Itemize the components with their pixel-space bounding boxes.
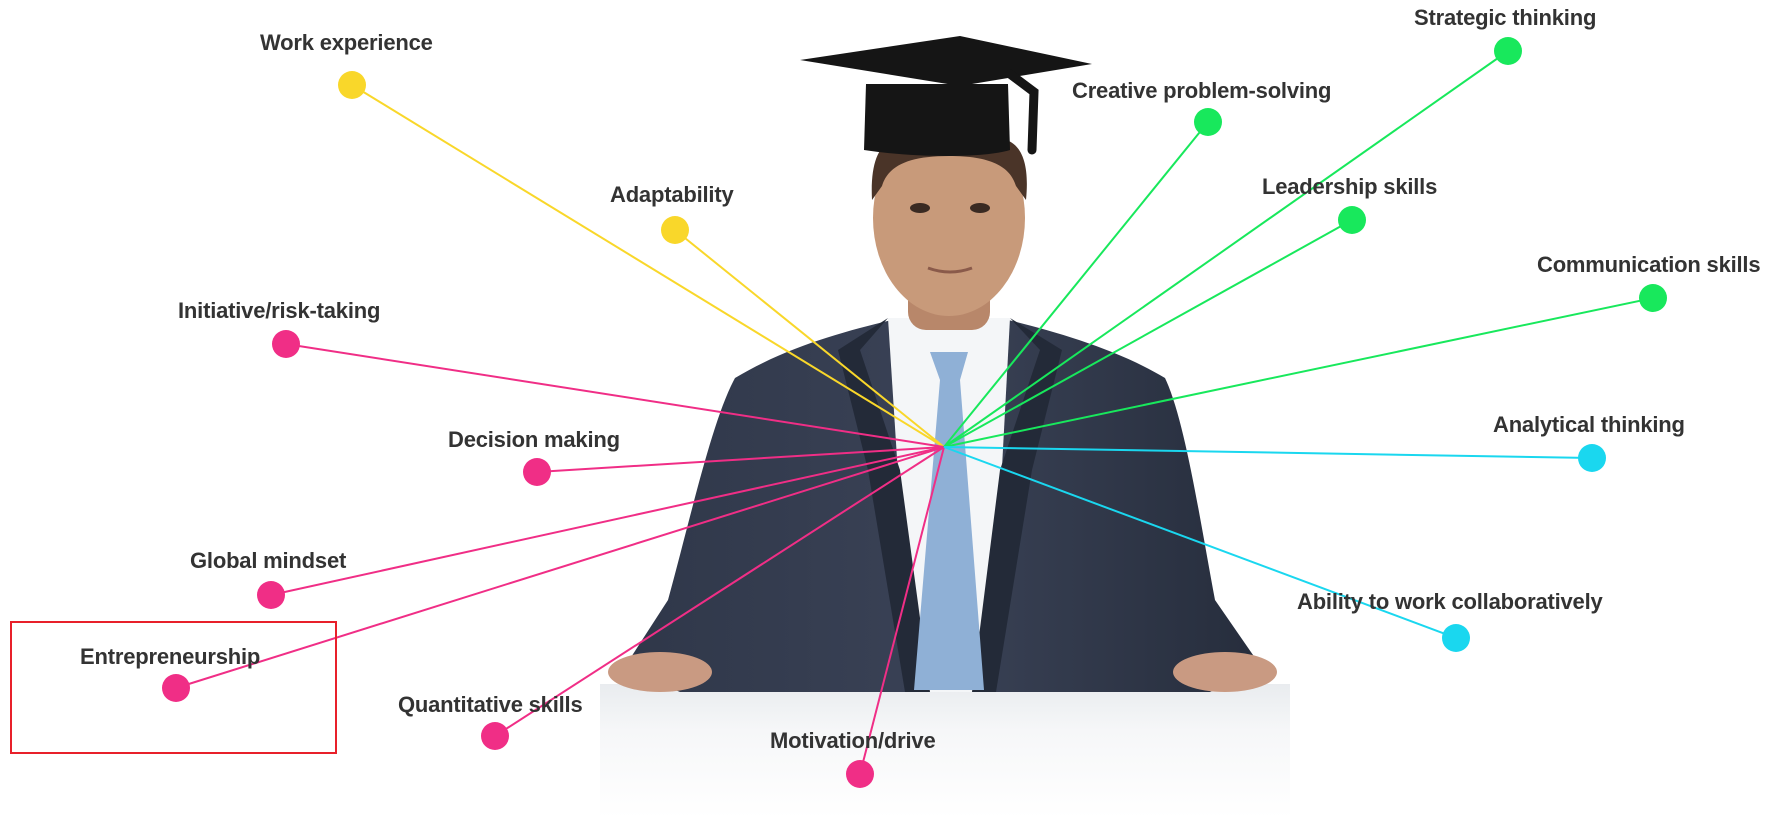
quantitative-skills-node xyxy=(481,722,509,750)
adaptability-node xyxy=(661,216,689,244)
initiative-risk-taking-label: Initiative/risk-taking xyxy=(178,298,381,323)
global-mindset-node xyxy=(257,581,285,609)
global-mindset-label: Global mindset xyxy=(190,548,347,573)
graduation-cap-band xyxy=(864,84,1010,156)
entrepreneurship-label: Entrepreneurship xyxy=(80,644,261,669)
ability-to-work-collaboratively-node xyxy=(1442,624,1470,652)
global-mindset-connector xyxy=(270,446,945,596)
leadership-skills-connector xyxy=(943,219,1353,448)
right-eye xyxy=(970,203,990,213)
work-experience-label: Work experience xyxy=(260,30,433,55)
decision-making-node xyxy=(523,458,551,486)
adaptability-connector xyxy=(674,229,945,448)
strategic-thinking-label: Strategic thinking xyxy=(1414,5,1597,30)
left-lapel xyxy=(838,318,930,692)
creative-problem-solving-label: Creative problem-solving xyxy=(1072,78,1332,103)
motivation-drive-node xyxy=(846,760,874,788)
communication-skills-node xyxy=(1639,284,1667,312)
quantitative-skills-connector xyxy=(494,446,945,737)
ability-to-work-collaboratively-connector xyxy=(943,446,1457,639)
left-eye xyxy=(910,203,930,213)
connector-lines xyxy=(175,50,1654,775)
entrepreneurship-connector xyxy=(175,446,945,689)
graduation-cap-icon xyxy=(800,36,1092,86)
entrepreneurship-highlight-box xyxy=(10,621,337,754)
strategic-thinking-connector xyxy=(943,50,1509,448)
leadership-skills-label: Leadership skills xyxy=(1262,174,1438,199)
initiative-risk-taking-node xyxy=(272,330,300,358)
communication-skills-connector xyxy=(943,297,1654,448)
mouth xyxy=(927,266,973,274)
analytical-thinking-connector xyxy=(943,446,1593,459)
communication-skills-label: Communication skills xyxy=(1537,252,1761,277)
work-experience-node xyxy=(338,71,366,99)
motivation-drive-label: Motivation/drive xyxy=(770,728,936,753)
strategic-thinking-node xyxy=(1494,37,1522,65)
right-lapel xyxy=(972,318,1062,692)
work-experience-connector xyxy=(351,84,945,448)
creative-problem-solving-connector xyxy=(943,121,1209,448)
ability-to-work-collaboratively-label: Ability to work collaboratively xyxy=(1297,589,1603,614)
cap-tassel xyxy=(1005,69,1039,155)
analytical-thinking-node xyxy=(1578,444,1606,472)
creative-problem-solving-node xyxy=(1194,108,1222,136)
adaptability-label: Adaptability xyxy=(610,182,734,207)
analytical-thinking-label: Analytical thinking xyxy=(1493,412,1685,437)
leadership-skills-node xyxy=(1338,206,1366,234)
table-surface xyxy=(600,684,1290,818)
head xyxy=(873,120,1025,316)
left-hand xyxy=(608,652,712,692)
motivation-drive-connector xyxy=(859,446,945,775)
quantitative-skills-label: Quantitative skills xyxy=(398,692,583,717)
decision-making-connector xyxy=(536,446,945,473)
right-hand xyxy=(1173,652,1277,692)
tie xyxy=(914,352,984,690)
initiative-risk-taking-connector xyxy=(285,343,945,448)
skill-nodes xyxy=(162,37,1667,788)
decision-making-label: Decision making xyxy=(448,427,620,452)
entrepreneurship-node xyxy=(162,674,190,702)
